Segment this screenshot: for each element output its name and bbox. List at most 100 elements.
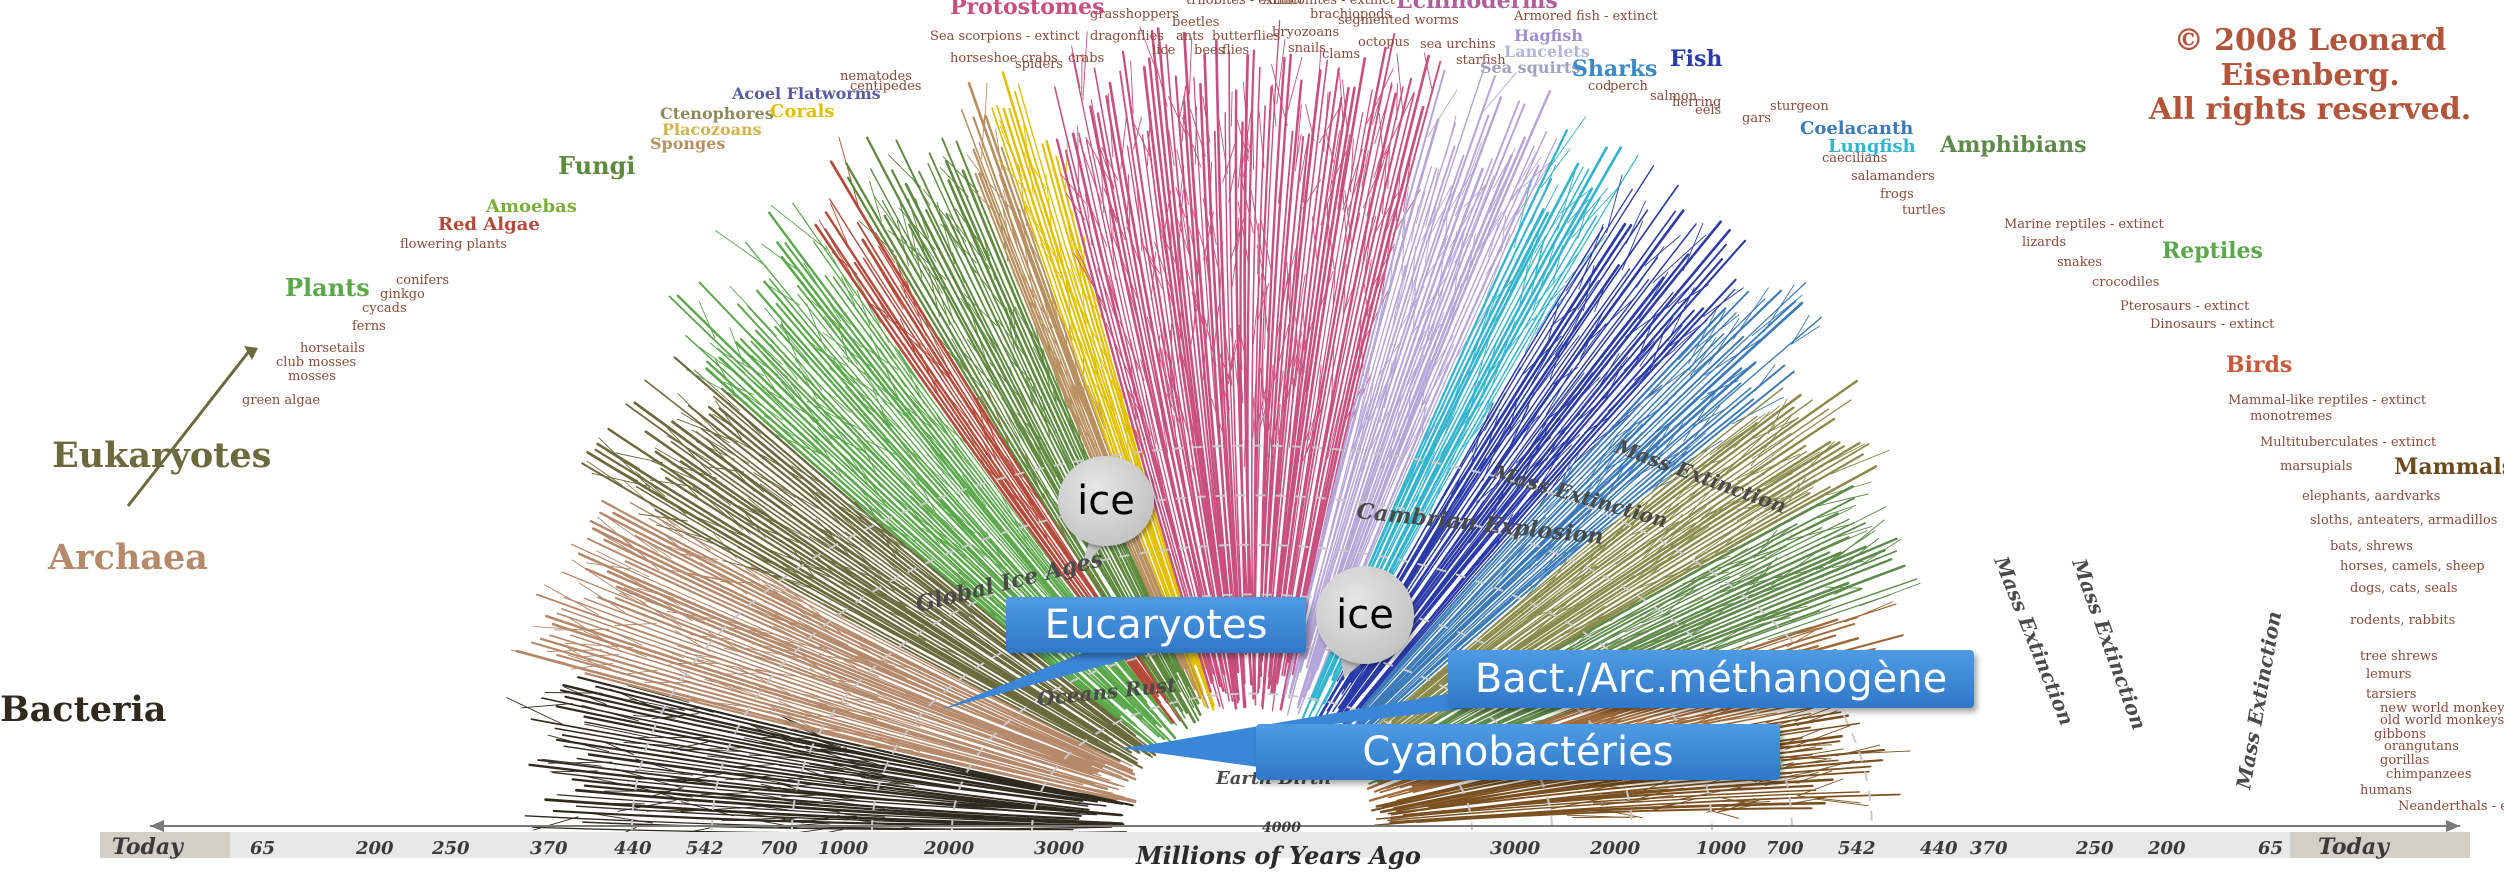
time-axis-tick-left: 440 (614, 838, 652, 859)
species-label: old world monkeys (2380, 713, 2504, 728)
group-label-birds: Birds (2226, 354, 2292, 376)
time-axis-tick-left: 1000 (818, 838, 869, 859)
time-axis-tick-left: 542 (686, 838, 724, 859)
time-axis-tick-right: 542 (1838, 838, 1876, 859)
time-axis-tick-right: 250 (2075, 838, 2114, 859)
time-axis-tick-left: 65 (250, 838, 275, 859)
time-axis-tick-right: 440 (1920, 838, 1958, 859)
species-label: monotremes (2250, 409, 2332, 424)
group-label-echinoderms: Echinoderms (1396, 0, 1558, 12)
species-label: Marine reptiles - extinct (2004, 217, 2164, 232)
species-label: mosses (288, 369, 336, 384)
callout-methanogen: Bact./Arc.méthanogène (1448, 650, 1974, 708)
group-label-fish: Fish (1670, 48, 1722, 70)
species-label: dragonflies (1090, 29, 1164, 44)
group-label-placozoans: Placozoans (662, 122, 762, 138)
species-label: tarsiers (2366, 687, 2417, 702)
tree-twig (1398, 263, 1409, 309)
species-label: horsetails (300, 341, 365, 356)
species-label: gorillas (2380, 753, 2429, 768)
group-label-sea-squirts: Sea squirts (1480, 60, 1580, 76)
copyright-notice: © 2008 Leonard Eisenberg. All rights res… (2116, 24, 2504, 128)
species-label: bryozoans (1272, 25, 1339, 40)
species-label: conifers (396, 273, 449, 288)
species-label: lizards (2022, 235, 2066, 250)
species-label: bees (1194, 43, 1224, 58)
tree-twig (1622, 221, 1642, 270)
group-label-acoel-flatworms: Acoel Flatworms (732, 86, 881, 102)
species-label: flowering plants (400, 237, 507, 252)
species-label: Sea scorpions - extinct (930, 29, 1081, 44)
time-axis-tick-left: 700 (760, 838, 798, 859)
species-label: segmented worms (1338, 13, 1459, 28)
species-label: ginkgo (380, 287, 425, 302)
eukaryotes-arrow (128, 350, 250, 506)
species-label: ferns (352, 319, 386, 334)
time-axis-right-arrowhead (2446, 820, 2460, 832)
group-label-fungi: Fungi (558, 154, 635, 178)
species-label: clams (1322, 47, 1360, 62)
tree-twig (839, 137, 858, 204)
species-label: turtles (1902, 203, 1946, 218)
group-label-red-algae: Red Algae (438, 216, 540, 234)
time-axis-tick-left: 3000 (1034, 838, 1085, 859)
group-label-plants: Plants (285, 276, 370, 300)
species-label: lemurs (2366, 667, 2411, 682)
tree-twig (649, 709, 698, 710)
group-label-corals: Corals (770, 103, 834, 121)
callout-eucaryotes-label: Eucaryotes (1045, 602, 1268, 648)
time-axis-left-arrowhead (150, 820, 164, 832)
copyright-line-1: © 2008 Leonard Eisenberg. (2116, 24, 2504, 93)
time-axis-tick-right: 370 (1970, 838, 2008, 859)
ice-bubble-1: ice (1058, 456, 1154, 546)
tree-twig (716, 231, 768, 267)
species-label: marsupials (2280, 459, 2352, 474)
copyright-line-2: All rights reserved. (2116, 93, 2504, 128)
time-axis-tick-right: 65 (2258, 838, 2283, 859)
tree-twig (1462, 142, 1482, 195)
species-label: Multituberculates - extinct (2260, 435, 2437, 450)
tree-twig (667, 436, 709, 461)
tree-twig (716, 401, 742, 439)
time-axis-tick-right: 1000 (1696, 838, 1747, 859)
species-label: chimpanzees (2386, 767, 2472, 782)
species-label: rodents, rabbits (2350, 613, 2455, 628)
tree-twig (1482, 342, 1497, 396)
group-label-protostomes: Protostomes (950, 0, 1105, 18)
group-label-ctenophores: Ctenophores (660, 106, 774, 122)
tree-twig (511, 650, 565, 663)
tree-twig (1363, 291, 1387, 342)
time-axis-tick-left: Today (112, 834, 185, 860)
time-axis-tick-left: 200 (355, 838, 394, 859)
species-label: club mosses (276, 355, 356, 370)
species-label: humans (2360, 783, 2412, 798)
species-label: Mammal-like reptiles - extinct (2228, 393, 2427, 408)
time-axis-tick-right: 2000 (1589, 838, 1641, 859)
group-label-mammals: Mammals (2394, 456, 2504, 478)
tree-twig (1756, 365, 1775, 391)
species-label: bats, shrews (2330, 539, 2413, 554)
species-label: butterflies (1212, 29, 1280, 44)
tree-twig (1791, 326, 1819, 344)
species-label: octopus (1358, 35, 1410, 50)
time-axis-tick-left: 2000 (923, 838, 975, 859)
tree-twig (1252, 109, 1253, 169)
time-axis-tick-right: 200 (2147, 838, 2186, 859)
species-label: snails (1288, 41, 1326, 56)
tree-twig (1113, 237, 1138, 301)
callout-eucaryotes: Eucaryotes (1006, 597, 1306, 653)
species-label: lice (1152, 43, 1176, 58)
domain-label-eukaryotes: Eukaryotes (52, 438, 271, 473)
ice-bubble-2: ice (1316, 566, 1414, 664)
species-label: crocodiles (2092, 275, 2159, 290)
species-label: beetles (1172, 15, 1219, 30)
time-axis: Today 65 200 250 370 440 542 700 1000 2000 3000 300… (100, 820, 2470, 870)
tree-twig (722, 673, 762, 674)
species-label: sea urchins (1420, 37, 1496, 52)
species-label: cycads (362, 301, 407, 316)
species-label: horses, camels, sheep (2340, 559, 2485, 574)
time-axis-tick-right: 3000 (1490, 838, 1541, 859)
group-label-amphibians: Amphibians (1940, 134, 2086, 156)
